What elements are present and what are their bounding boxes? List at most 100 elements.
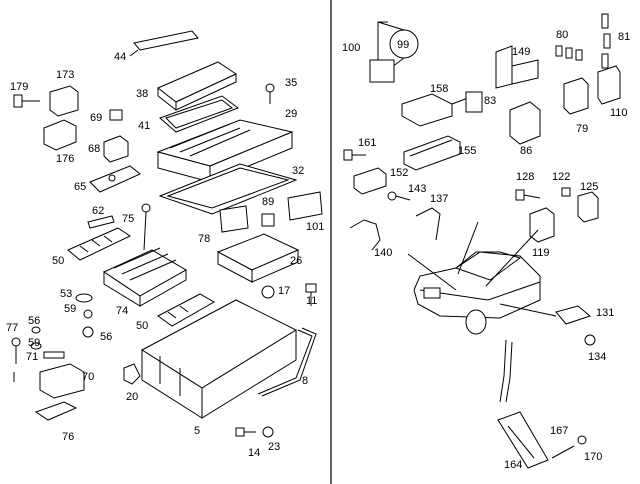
label-77: 77 — [6, 322, 18, 334]
part-32-gasket — [158, 163, 298, 215]
part-17-grommet — [261, 285, 275, 299]
part-143-screw — [387, 191, 397, 201]
part-125-connector — [577, 191, 599, 223]
part-81-fuses — [601, 13, 611, 69]
part-170-screw — [577, 435, 587, 445]
part-8-cable — [257, 329, 313, 395]
label-71: 71 — [26, 351, 38, 363]
label-110: 110 — [610, 107, 628, 119]
label-79: 79 — [576, 123, 588, 135]
label-50-lower: 50 — [136, 320, 148, 332]
label-53: 53 — [60, 288, 72, 300]
part-69-connector — [109, 109, 123, 121]
label-38: 38 — [136, 88, 148, 100]
part-35-screw — [265, 83, 275, 104]
label-78: 78 — [198, 233, 210, 245]
part-56-nut — [30, 342, 42, 350]
label-68: 68 — [88, 143, 100, 155]
label-83: 83 — [484, 95, 496, 107]
part-78-relay — [219, 205, 249, 233]
label-8: 8 — [302, 375, 308, 387]
label-99: 99 — [397, 39, 409, 51]
label-167: 167 — [550, 425, 568, 437]
label-70: 70 — [82, 371, 94, 383]
part-149-relay-holder — [495, 45, 513, 89]
label-155: 155 — [458, 145, 476, 157]
label-41: 41 — [138, 120, 150, 132]
label-76: 76 — [62, 431, 74, 443]
part-167-harness — [499, 339, 507, 403]
part-83-relay — [465, 91, 483, 113]
label-26: 26 — [290, 255, 302, 267]
label-59-lower: 59 — [28, 337, 40, 349]
part-86-relay — [509, 101, 541, 145]
part-53-clip — [75, 293, 93, 303]
label-50-upper: 50 — [52, 255, 64, 267]
left-panel — [11, 30, 323, 438]
part-101-relay — [287, 191, 323, 221]
part-134-screw — [584, 334, 596, 346]
label-122: 122 — [552, 171, 570, 183]
label-35: 35 — [285, 77, 297, 89]
label-158: 158 — [430, 83, 448, 95]
label-11: 11 — [306, 295, 317, 307]
part-41-gasket — [159, 95, 240, 133]
label-86: 86 — [520, 145, 532, 157]
part-77-screw — [11, 337, 21, 364]
label-89: 89 — [262, 196, 274, 208]
label-14: 14 — [248, 447, 260, 459]
part-14-bolt — [235, 427, 256, 437]
label-170: 170 — [584, 451, 602, 463]
part-89-relay — [261, 213, 275, 227]
label-56-lower: 56 — [100, 331, 112, 343]
part-59-washer — [31, 326, 41, 334]
part-155-fuse-block — [403, 135, 461, 171]
part-23-nut — [262, 426, 274, 438]
part-50-fuse-strip-lower — [157, 293, 216, 327]
label-176: 176 — [56, 153, 74, 165]
label-100: 100 — [342, 42, 360, 54]
part-140-bracket — [349, 219, 381, 251]
label-56-upper: 56 — [28, 315, 40, 327]
part-50-fuse-strip-upper — [67, 227, 132, 261]
label-101: 101 — [306, 221, 324, 233]
label-80: 80 — [556, 29, 568, 41]
label-164: 164 — [504, 459, 522, 471]
label-29: 29 — [285, 108, 297, 120]
part-173-clip — [49, 85, 79, 117]
label-173: 173 — [56, 69, 74, 81]
part-5-housing — [141, 299, 298, 419]
part-56-washer — [82, 326, 94, 338]
label-62: 62 — [92, 205, 104, 217]
part-122-plug — [561, 187, 571, 197]
part-70-relay — [39, 363, 85, 399]
part-110-relay — [597, 65, 621, 105]
label-131: 131 — [596, 307, 614, 319]
label-161: 161 — [358, 137, 376, 149]
label-149: 149 — [512, 46, 530, 58]
part-119-module — [529, 207, 555, 243]
label-137: 137 — [430, 193, 448, 205]
label-140: 140 — [374, 247, 392, 259]
part-59-nut — [83, 309, 93, 319]
label-23: 23 — [268, 441, 280, 453]
part-158-relay-box — [401, 93, 453, 127]
part-164-cover — [497, 411, 549, 469]
label-59-upper: 59 — [64, 303, 76, 315]
label-134: 134 — [588, 351, 606, 363]
part-137-bracket — [415, 207, 441, 241]
part-62-fuse — [87, 215, 115, 229]
part-131-plate — [555, 305, 592, 325]
part-176-holder — [43, 119, 77, 151]
part-labels: 44 179 173 38 35 69 41 29 176 68 32 65 6… — [6, 29, 630, 471]
part-80-fuses — [555, 45, 583, 61]
label-74: 74 — [116, 305, 128, 317]
part-71-plate — [43, 351, 65, 359]
part-44-label-strip — [133, 30, 199, 51]
part-75-screw — [141, 203, 151, 251]
part-128-bolt — [515, 189, 541, 201]
label-69: 69 — [90, 112, 102, 124]
part-26-relay-socket — [216, 233, 300, 283]
part-161-bolt — [343, 149, 366, 161]
